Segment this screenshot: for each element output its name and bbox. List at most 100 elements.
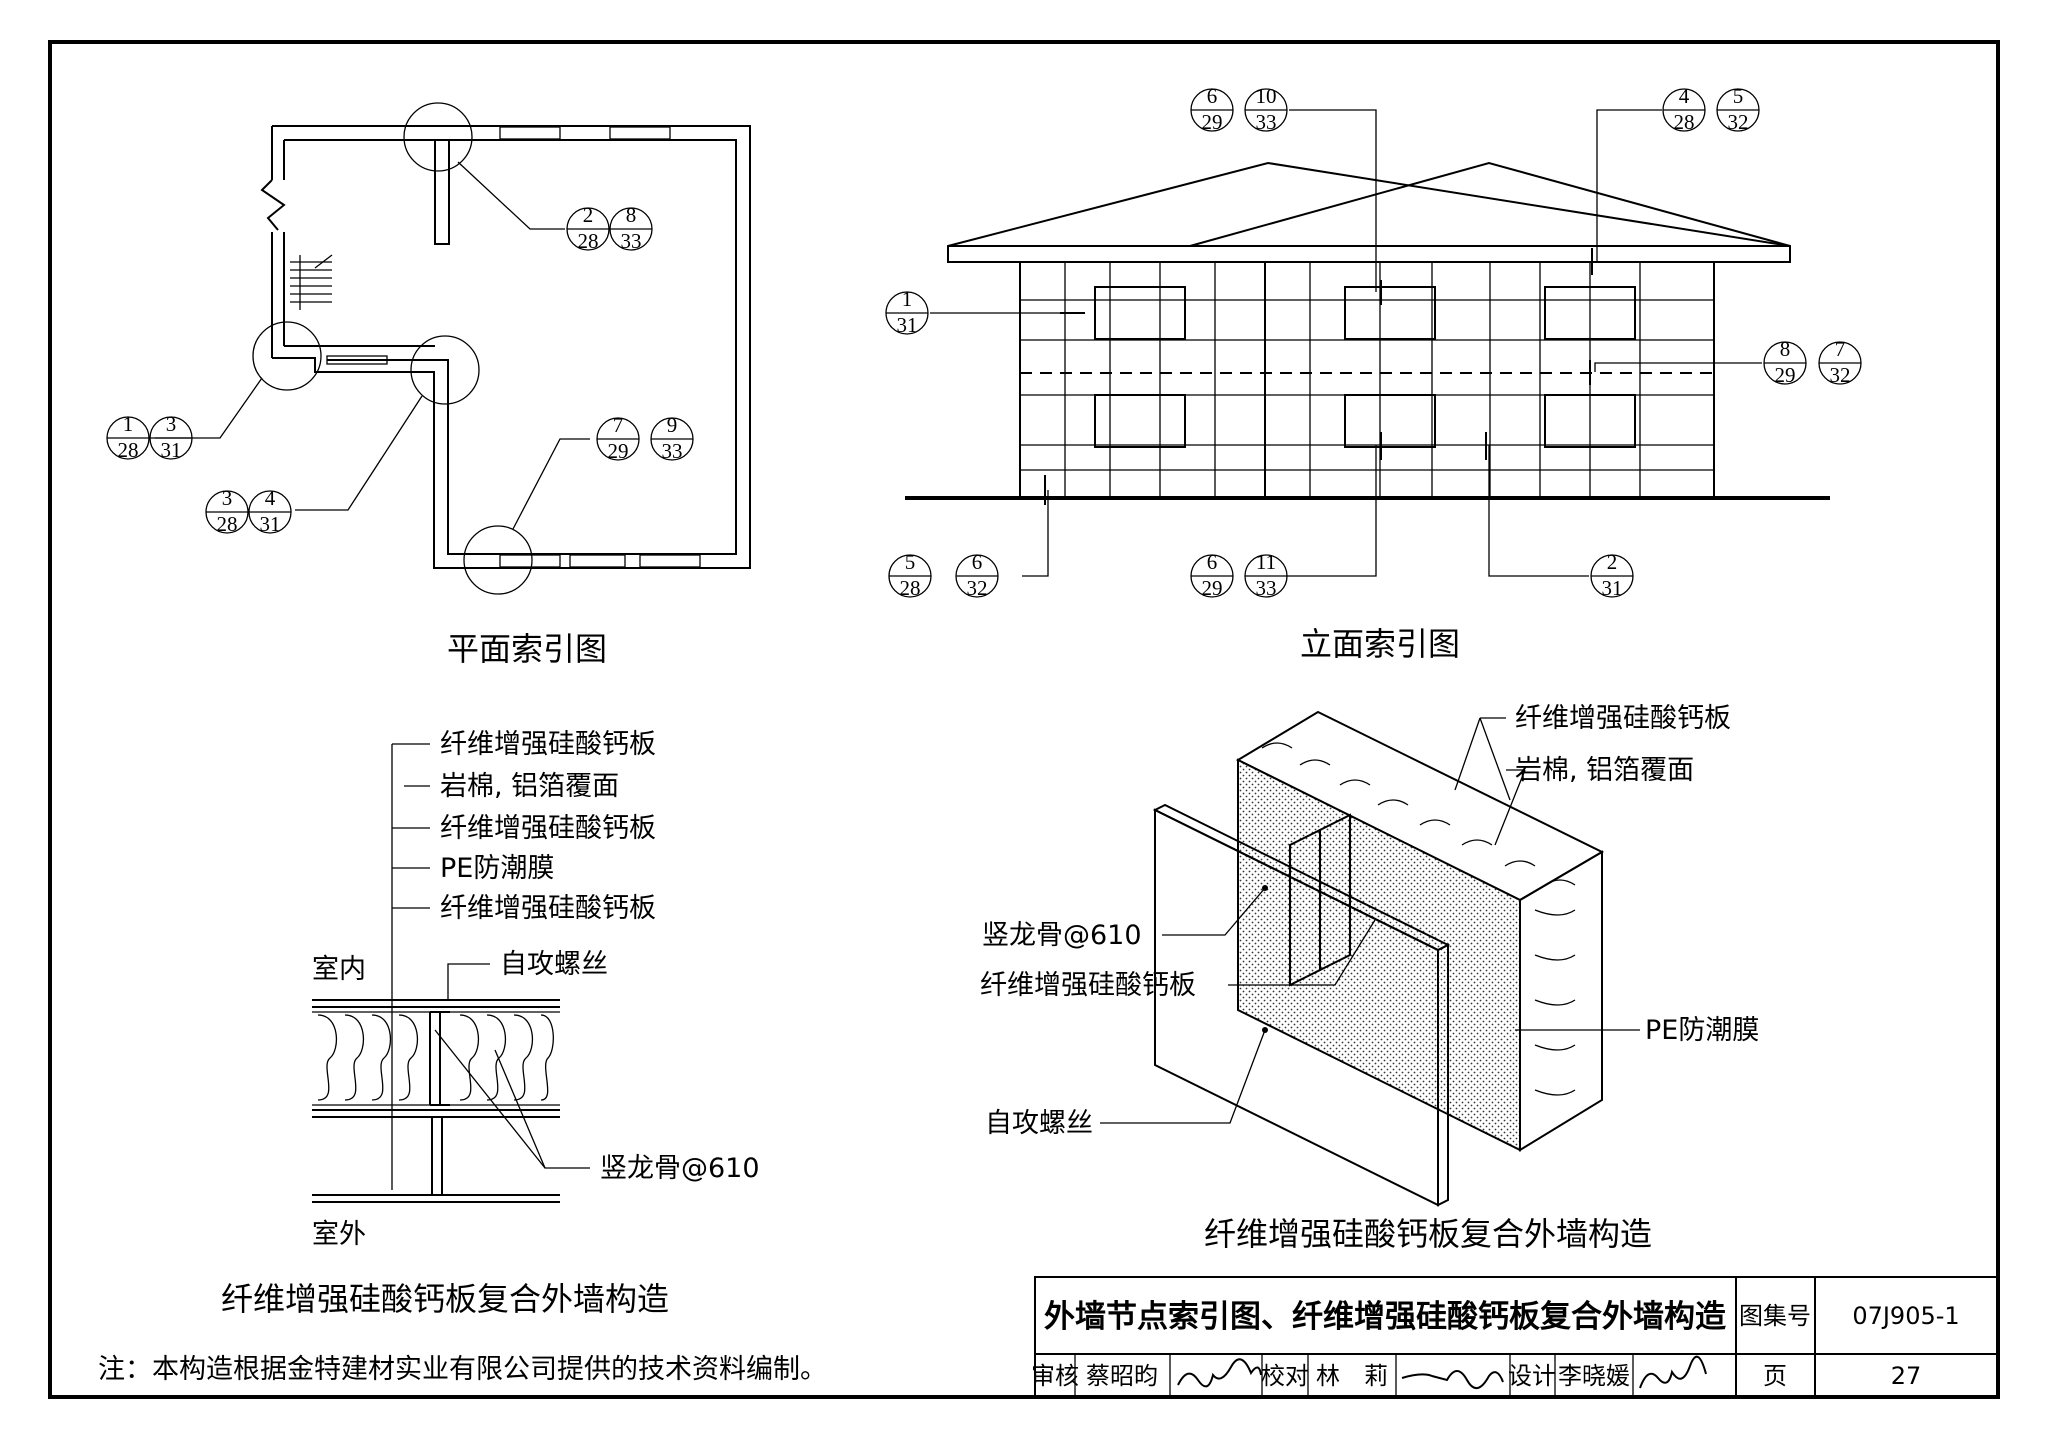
ref-bottom: 31 [260, 512, 281, 536]
elevation-index-drawing [905, 109, 1830, 577]
ref-top: 8 [626, 203, 637, 227]
ref-top: 4 [265, 486, 276, 510]
ref-top: 1 [902, 287, 913, 311]
plan-ref-1-28: 1 28 [106, 412, 150, 462]
section-layer-5: 纤维增强硅酸钙板 [440, 893, 656, 924]
ref-top: 8 [1780, 337, 1791, 361]
elev-ref-6-29: 6 29 [1190, 84, 1234, 134]
elev-ref-8-29: 8 29 [1763, 337, 1807, 387]
ref-bottom: 29 [1202, 576, 1223, 600]
ref-bottom: 29 [1775, 363, 1796, 387]
ref-bottom: 28 [1674, 110, 1695, 134]
iso-wool-label: 岩棉, 铝箔覆面 [1515, 755, 1694, 786]
elev-ref-10-33: 10 33 [1244, 84, 1288, 134]
section-title: 纤维增强硅酸钙板复合外墙构造 [221, 1280, 669, 1318]
plan-title: 平面索引图 [447, 630, 607, 668]
page-number: 27 [1891, 1362, 1922, 1390]
isometric-drawing [1100, 710, 1640, 1207]
ref-bottom: 31 [897, 313, 918, 337]
plan-ref-8-33: 8 33 [609, 203, 653, 253]
ref-top: 10 [1256, 84, 1277, 108]
ref-top: 1 [123, 412, 134, 436]
ref-bottom: 32 [1728, 110, 1749, 134]
ref-bottom: 32 [967, 576, 988, 600]
iso-title: 纤维增强硅酸钙板复合外墙构造 [1204, 1215, 1652, 1253]
checker-signature [1401, 1370, 1504, 1389]
sheet-border [48, 40, 2000, 1399]
ref-top: 7 [613, 413, 624, 437]
ref-top: 2 [1607, 550, 1618, 574]
elev-ref-4-28: 4 28 [1662, 84, 1706, 134]
ref-bottom: 28 [900, 576, 921, 600]
design-label: 设计 [1508, 1362, 1556, 1390]
ref-bottom: 33 [1256, 576, 1277, 600]
elev-ref-1-31: 1 31 [885, 287, 929, 337]
plan-ref-2-28: 2 28 [566, 203, 610, 253]
section-outdoor-label: 室外 [312, 1219, 366, 1250]
ref-top: 5 [905, 550, 916, 574]
elev-ref-6-32: 6 32 [955, 550, 999, 600]
section-screw-label: 自攻螺丝 [500, 949, 608, 980]
section-stud-label: 竖龙骨@610 [600, 1153, 760, 1184]
note-text: 注：本构造根据金特建材实业有限公司提供的技术资料编制。 [98, 1354, 827, 1385]
checker-name: 林 莉 [1316, 1362, 1388, 1390]
ref-bottom: 33 [662, 439, 683, 463]
elevation-title: 立面索引图 [1300, 625, 1460, 663]
reviewer-name: 蔡昭昀 [1086, 1362, 1158, 1390]
ref-bottom: 31 [161, 438, 182, 462]
section-layer-3: 纤维增强硅酸钙板 [440, 813, 656, 844]
review-label: 审核 [1031, 1362, 1079, 1390]
page-label: 页 [1763, 1362, 1787, 1390]
ref-top: 6 [1207, 550, 1218, 574]
ref-bottom: 33 [621, 229, 642, 253]
ref-bottom: 29 [1202, 110, 1223, 134]
atlas-number: 07J905-1 [1852, 1302, 1959, 1330]
title-block [1034, 1276, 1999, 1398]
iso-screw-label: 自攻螺丝 [985, 1108, 1093, 1139]
ref-bottom: 31 [1602, 576, 1623, 600]
section-layer-1: 纤维增强硅酸钙板 [440, 729, 656, 760]
section-layer-2: 岩棉, 铝箔覆面 [440, 771, 619, 802]
designer-signature [1639, 1355, 1707, 1389]
ref-bottom: 28 [118, 438, 139, 462]
plan-ref-9-33: 9 33 [650, 413, 694, 463]
section-layer-4: PE防潮膜 [440, 853, 554, 884]
ref-top: 3 [222, 486, 233, 510]
title-block-title: 外墙节点索引图、纤维增强硅酸钙板复合外墙构造 [1044, 1299, 1726, 1335]
ref-top: 5 [1733, 84, 1744, 108]
plan-ref-3-31: 3 31 [149, 412, 193, 462]
designer-name: 李晓媛 [1558, 1362, 1630, 1390]
elev-ref-5-32: 5 32 [1716, 84, 1760, 134]
iso-board2-label: 纤维增强硅酸钙板 [980, 970, 1196, 1001]
plan-ref-7-29: 7 29 [596, 413, 640, 463]
elev-ref-11-33: 11 33 [1244, 550, 1288, 600]
ref-top: 6 [972, 550, 983, 574]
ref-bottom: 28 [217, 512, 238, 536]
ref-top: 2 [583, 203, 594, 227]
elev-ref-6-29b: 6 29 [1190, 550, 1234, 600]
ref-top: 6 [1207, 84, 1218, 108]
ref-bottom: 33 [1256, 110, 1277, 134]
ref-top: 7 [1835, 337, 1846, 361]
iso-pe-label: PE防潮膜 [1645, 1015, 1759, 1046]
check-label: 校对 [1261, 1362, 1309, 1390]
ref-top: 11 [1256, 550, 1276, 574]
ref-top: 9 [667, 413, 678, 437]
elev-ref-5-28: 5 28 [888, 550, 932, 600]
iso-board-label: 纤维增强硅酸钙板 [1515, 703, 1731, 734]
ref-bottom: 28 [578, 229, 599, 253]
elev-ref-2-31: 2 31 [1590, 550, 1634, 600]
ref-bottom: 29 [608, 439, 629, 463]
wall-section-drawing [312, 743, 590, 1203]
ref-top: 3 [166, 412, 177, 436]
ref-top: 4 [1679, 84, 1690, 108]
ref-bottom: 32 [1830, 363, 1851, 387]
plan-ref-4-31: 4 31 [248, 486, 292, 536]
plan-ref-3-28: 3 28 [205, 486, 249, 536]
reviewer-signature [1177, 1358, 1262, 1388]
atlas-label: 图集号 [1739, 1302, 1811, 1330]
iso-stud-label: 竖龙骨@610 [982, 920, 1142, 951]
elev-ref-7-32: 7 32 [1818, 337, 1862, 387]
section-indoor-label: 室内 [312, 954, 366, 985]
